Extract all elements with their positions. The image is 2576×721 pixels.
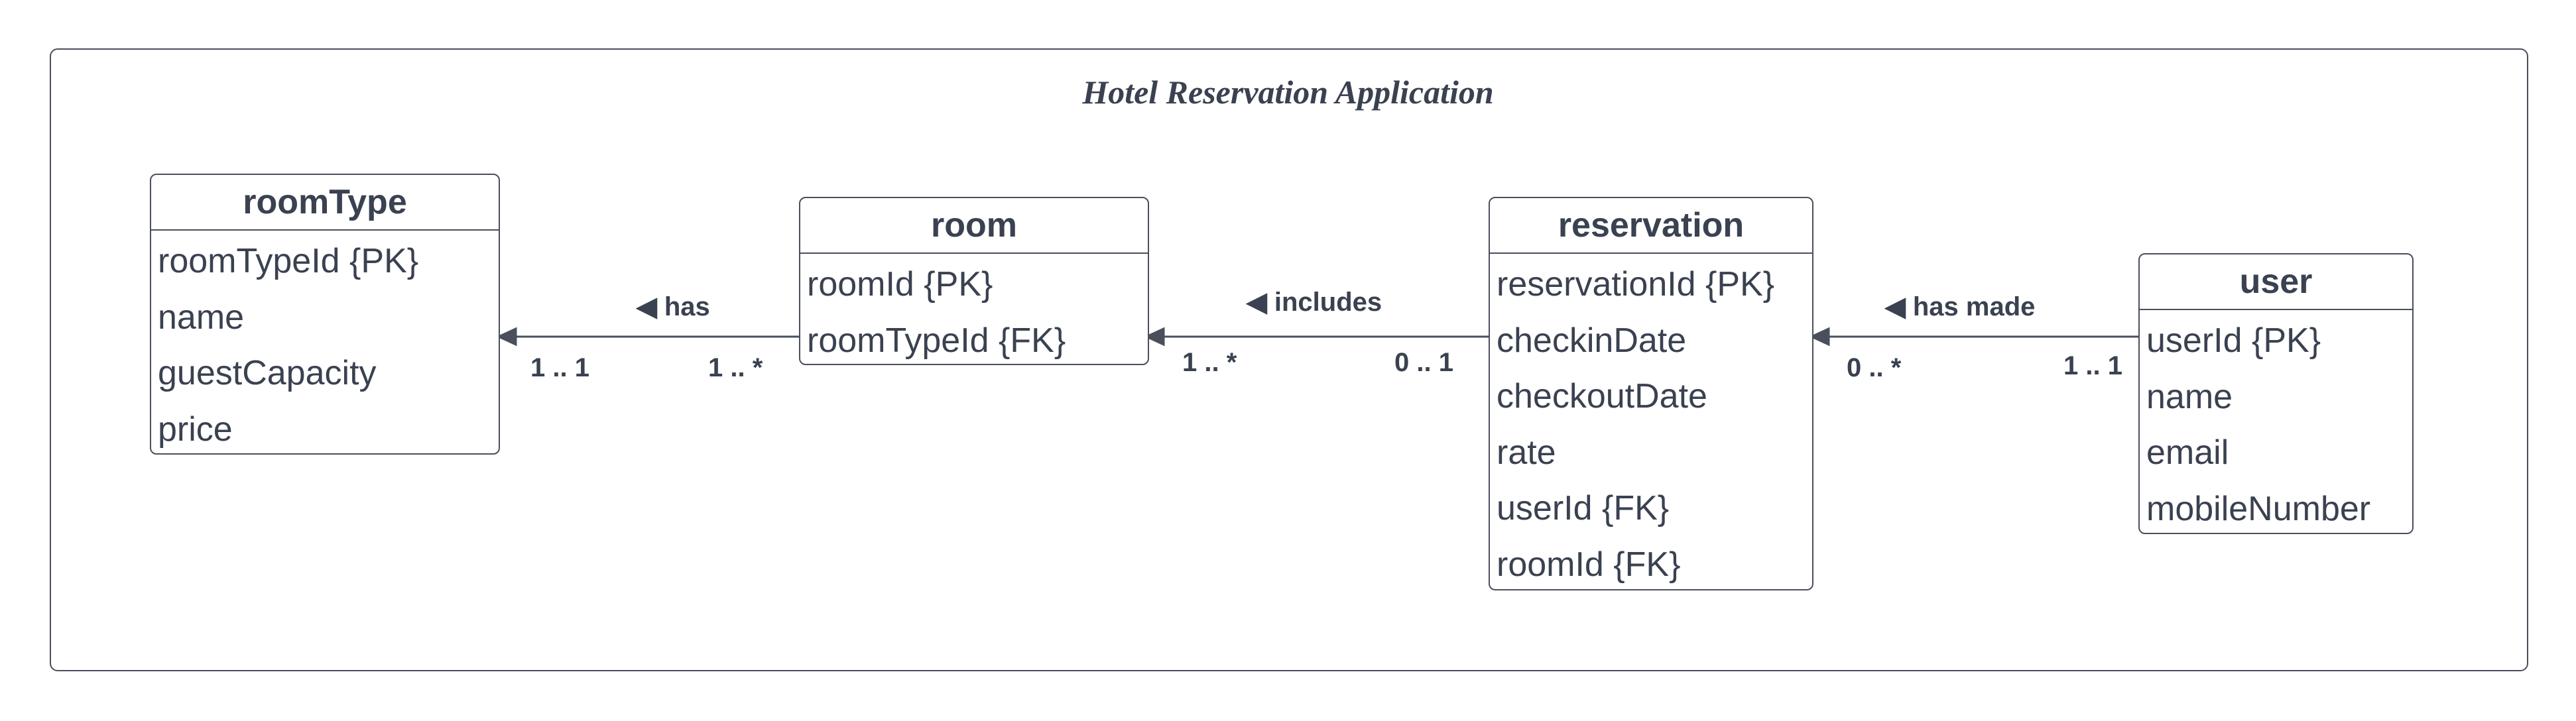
attribute: rate [1497,433,1556,472]
attribute: mobileNumber [2146,489,2371,528]
attribute: price [158,410,233,449]
multiplicity-user-side: 1 .. 1 [2063,351,2122,380]
attribute: roomTypeId {FK} [807,321,1066,360]
attribute: email [2146,433,2229,472]
attribute: name [2146,377,2233,416]
attribute: reservationId {PK} [1497,265,1775,304]
attribute: userId {FK} [1497,489,1670,527]
entity-roomtype-attributes: roomTypeId {PK} name guestCapacity price [151,231,499,453]
entity-roomtype-header: roomType [151,175,499,231]
entity-user[interactable]: user userId {PK} name email mobileNumber [2138,253,2414,534]
diagram-frame [50,48,2528,671]
has-arrowhead [496,327,517,347]
attribute: roomId {PK} [807,265,993,304]
entity-reservation-attributes: reservationId {PK} checkinDate checkoutD… [1490,254,1812,589]
relationship-label-has-made: ◀ has made [1885,292,2036,321]
attribute: checkoutDate [1497,377,1707,416]
entity-room-attributes: roomId {PK} roomTypeId {FK} [800,254,1148,364]
multiplicity-room-includes-side: 1 .. * [1182,348,1237,377]
includes-arrowhead [1144,327,1165,347]
attribute: userId {PK} [2146,321,2321,360]
attribute: roomTypeId {PK} [158,242,419,280]
attribute: guestCapacity [158,354,377,392]
multiplicity-reservation-hasmade-side: 0 .. * [1847,353,1902,382]
entity-room-header: room [800,198,1148,254]
diagram-title: Hotel Reservation Application [1082,74,1494,111]
entity-user-attributes: userId {PK} name email mobileNumber [2140,310,2412,533]
multiplicity-reservation-includes-side: 0 .. 1 [1394,348,1453,377]
entity-user-header: user [2140,254,2412,310]
entity-roomtype[interactable]: roomType roomTypeId {PK} name guestCapac… [150,174,500,455]
relationship-label-has: ◀ has [637,292,710,321]
relationship-label-includes: ◀ includes [1247,288,1382,317]
attribute: roomId {FK} [1497,545,1681,584]
entity-room[interactable]: room roomId {PK} roomTypeId {FK} [799,197,1149,365]
multiplicity-room-side: 1 .. * [708,353,763,382]
attribute: checkinDate [1497,321,1687,360]
entity-reservation-header: reservation [1490,198,1812,254]
has-made-arrowhead [1809,327,1830,347]
attribute: name [158,298,245,337]
multiplicity-roomtype-side: 1 .. 1 [530,353,589,382]
entity-reservation[interactable]: reservation reservationId {PK} checkinDa… [1489,197,1813,590]
